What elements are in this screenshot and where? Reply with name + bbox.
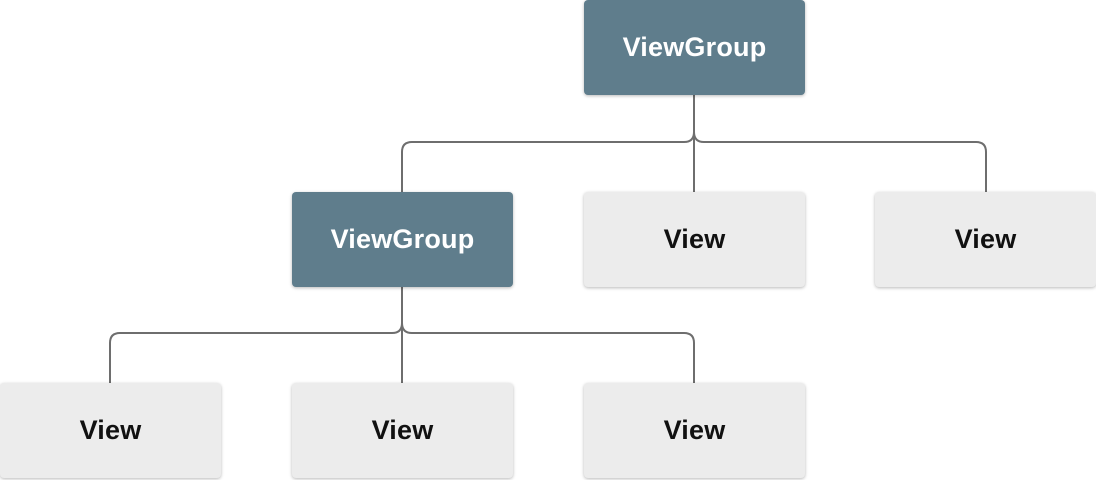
edge-root-child-1 [401, 95, 695, 192]
node-child-viewgroup: ViewGroup [292, 192, 513, 287]
node-label: View [371, 415, 434, 445]
node-label: View [79, 415, 142, 445]
node-label: ViewGroup [622, 32, 767, 62]
node-grandchild-view-right: View [584, 383, 805, 478]
node-label: ViewGroup [330, 224, 475, 254]
node-label: View [954, 224, 1017, 254]
node-child-view-right: View [875, 192, 1096, 287]
edge-child-1-gchild-3 [401, 287, 695, 383]
edge-child-1-gchild-1 [109, 287, 403, 383]
node-grandchild-view-middle: View [292, 383, 513, 478]
node-root-viewgroup: ViewGroup [584, 0, 805, 95]
node-child-view-middle: View [584, 192, 805, 287]
node-grandchild-view-left: View [0, 383, 221, 478]
node-label: View [663, 415, 726, 445]
edge-root-child-3 [693, 95, 987, 192]
node-label: View [663, 224, 726, 254]
